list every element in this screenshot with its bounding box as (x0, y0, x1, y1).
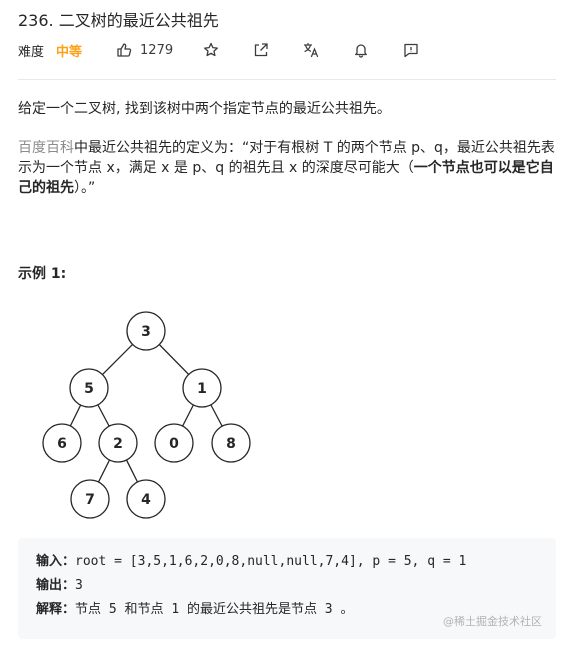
translate-icon[interactable] (301, 40, 321, 60)
problem-definition: 百度百科中最近公共祖先的定义为：“对于有根树 T 的两个节点 p、q，最近公共祖… (18, 138, 558, 198)
output-label: 输出： (36, 578, 76, 593)
input-label: 输入： (36, 554, 76, 569)
baidu-baike-link[interactable]: 百度百科 (18, 140, 74, 156)
svg-text:8: 8 (226, 436, 236, 452)
tree-node: 8 (211, 423, 251, 463)
problem-intro: 给定一个二叉树, 找到该树中两个指定节点的最近公共祖先。 (18, 101, 391, 117)
difficulty-badge: 中等 (56, 44, 83, 60)
tree-node: 0 (154, 423, 194, 463)
thumbs-up-icon (114, 40, 134, 60)
example-output-line: 输出：3 (36, 574, 556, 598)
like-count: 1279 (140, 42, 174, 58)
svg-text:1: 1 (197, 381, 207, 397)
svg-text:7: 7 (85, 492, 95, 508)
example-code-block: 输入：root = [3,5,1,6,2,0,8,null,null,7,4],… (18, 538, 556, 639)
watermark: @稀土掘金技术社区 (443, 615, 542, 628)
input-value: root = [3,5,1,6,2,0,8,null,null,7,4], p … (75, 554, 467, 569)
definition-text-2: ）。” (74, 180, 96, 196)
tree-node: 1 (182, 368, 222, 408)
example-explain-line: 解释：节点 5 和节点 1 的最近公共祖先是节点 3 。 (36, 598, 556, 622)
svg-text:3: 3 (141, 324, 151, 340)
binary-tree-diagram: 3 5 1 6 2 0 8 7 4 (42, 311, 251, 519)
star-icon[interactable] (201, 40, 221, 60)
svg-text:6: 6 (57, 436, 67, 452)
bell-icon[interactable] (351, 40, 371, 60)
explain-label: 解释： (36, 602, 76, 617)
share-icon[interactable] (251, 40, 271, 60)
difficulty-label: 难度 (18, 44, 45, 60)
output-value: 3 (75, 578, 83, 593)
example-title: 示例 1: (18, 266, 67, 282)
header-divider (18, 79, 556, 80)
like-button[interactable]: 1279 (114, 40, 173, 60)
tree-node: 3 (126, 311, 166, 351)
tree-node: 5 (69, 368, 109, 408)
svg-text:2: 2 (113, 436, 123, 452)
explain-value: 节点 5 和节点 1 的最近公共祖先是节点 3 。 (75, 602, 354, 617)
problem-meta-bar: 难度 中等 1279 (18, 38, 558, 62)
feedback-icon[interactable] (401, 40, 421, 60)
tree-node: 6 (42, 423, 82, 463)
tree-node: 4 (126, 479, 166, 519)
svg-text:5: 5 (84, 381, 94, 397)
svg-text:4: 4 (141, 492, 151, 508)
problem-title: 236. 二叉树的最近公共祖先 (18, 11, 219, 30)
tree-node: 2 (98, 423, 138, 463)
svg-text:0: 0 (169, 436, 179, 452)
example-input-line: 输入：root = [3,5,1,6,2,0,8,null,null,7,4],… (36, 550, 556, 574)
definition-text-1: 中最近公共祖先的定义为：“对于有根树 T 的两个节点 p、q，最近公共祖先表示为… (18, 140, 555, 176)
tree-node: 7 (70, 479, 110, 519)
definition-emphasis: 一个节点也可以是它自己的祖先 (18, 160, 554, 196)
